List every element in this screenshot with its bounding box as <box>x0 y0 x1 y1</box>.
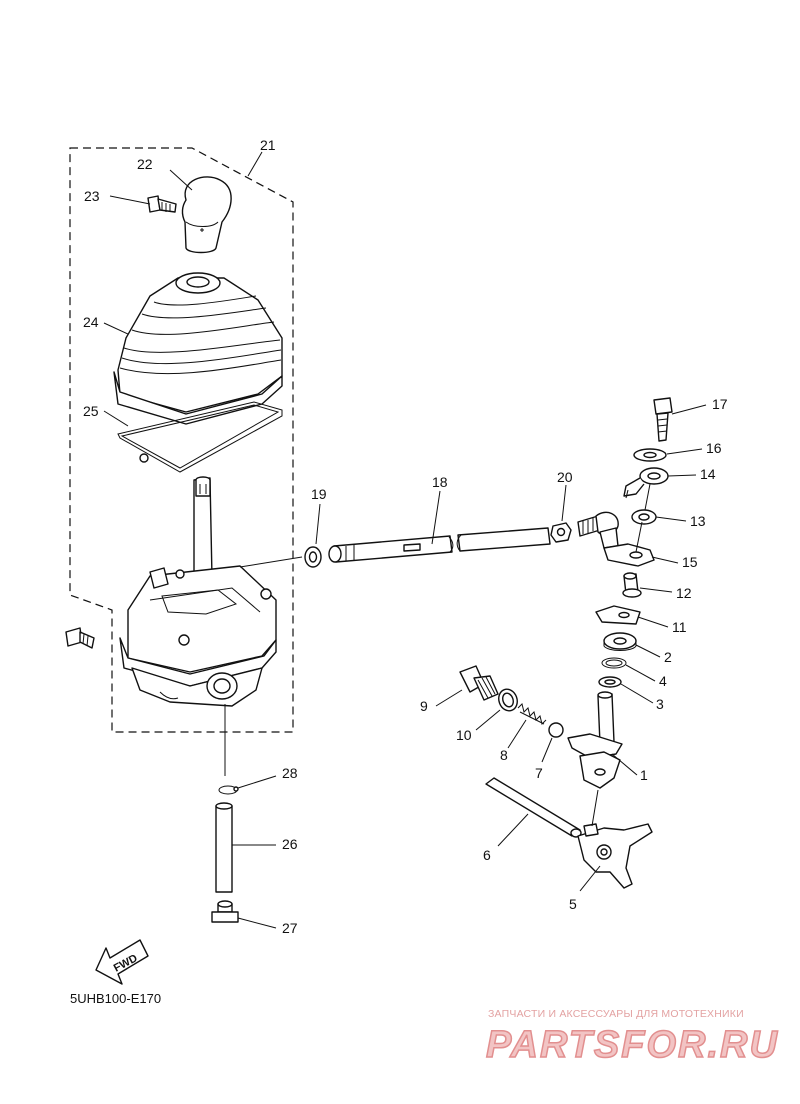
leader-1-5 <box>591 789 599 827</box>
leader-2 <box>635 644 661 658</box>
washer-2 <box>603 632 637 651</box>
callout-28: 28 <box>282 765 298 781</box>
callout-5: 5 <box>569 896 577 912</box>
shift-fork-5 <box>577 823 653 889</box>
bolt-17 <box>653 397 673 442</box>
callout-9: 9 <box>420 698 428 714</box>
leader-8 <box>507 719 527 749</box>
callout-15: 15 <box>682 554 698 570</box>
leader-6 <box>497 813 529 847</box>
callout-20: 20 <box>557 469 573 485</box>
shift-rod-18 <box>328 527 551 563</box>
clip-4 <box>601 657 627 669</box>
ball-7 <box>548 722 564 738</box>
oring-28 <box>218 785 239 795</box>
shift-boot <box>113 272 283 425</box>
leader-5 <box>579 865 601 892</box>
spring-8 <box>517 703 547 725</box>
leader-14 <box>667 474 697 477</box>
fwd-arrow: FWD <box>95 939 149 985</box>
callout-1: 1 <box>640 767 648 783</box>
callout-14: 14 <box>700 466 716 482</box>
leader-24 <box>103 322 129 335</box>
callout-21: 21 <box>260 137 276 153</box>
callout-19: 19 <box>311 486 327 502</box>
leader-17 <box>671 404 707 415</box>
callout-7: 7 <box>535 765 543 781</box>
lever-15 <box>603 543 655 567</box>
boot-gasket <box>117 401 283 473</box>
shaft-26 <box>215 802 233 893</box>
watermark-tagline: ЗАПЧАСТИ И АКСЕССУАРЫ ДЛЯ МОТОТЕХНИКИ <box>488 1008 744 1020</box>
leader-13 <box>655 516 687 522</box>
nut-20 <box>550 522 572 543</box>
washer-16 <box>633 448 667 462</box>
callout-11: 11 <box>672 619 687 635</box>
leader-25 <box>103 410 129 427</box>
callout-8: 8 <box>500 747 508 763</box>
callout-24: 24 <box>83 314 99 330</box>
screw-23 <box>147 195 177 213</box>
diagram-code: 5UHB100-E170 <box>70 991 161 1006</box>
leader-9 <box>435 689 463 707</box>
assembly-boundary <box>69 147 294 733</box>
callout-26: 26 <box>282 836 298 852</box>
ball-joint <box>577 511 619 549</box>
callout-17: 17 <box>712 396 728 412</box>
leader-4 <box>625 664 656 682</box>
shift-knob <box>181 176 232 254</box>
plate-11 <box>595 605 641 625</box>
callout-16: 16 <box>706 440 722 456</box>
callout-13: 13 <box>690 513 706 529</box>
collar-12 <box>622 572 642 598</box>
lever-housing <box>119 565 277 707</box>
washer-19 <box>304 546 322 568</box>
callout-2: 2 <box>664 649 672 665</box>
leader-11 <box>637 616 669 628</box>
leader-20 <box>561 484 567 522</box>
watermark-logo: PARTSFOR.RU <box>485 1023 779 1067</box>
leader-7 <box>541 737 553 763</box>
leader-15 <box>651 556 679 564</box>
shift-lever-rod <box>193 476 213 581</box>
plug-9 <box>459 665 499 701</box>
callout-4: 4 <box>659 673 667 689</box>
leader-3 <box>620 683 654 704</box>
leader-22 <box>169 169 193 191</box>
leader-1 <box>611 753 638 776</box>
callout-25: 25 <box>83 403 99 419</box>
callout-18: 18 <box>432 474 448 490</box>
shift-rod-6 <box>485 777 582 838</box>
leader-18 <box>431 490 441 545</box>
callout-10: 10 <box>456 727 472 743</box>
leader-23 <box>109 195 151 205</box>
shift-shaft-1 <box>567 691 623 789</box>
callout-22: 22 <box>137 156 153 172</box>
leader-21 <box>247 151 263 177</box>
leader-stack-14-13 <box>644 483 651 511</box>
leader-10 <box>475 709 501 731</box>
callout-12: 12 <box>676 585 692 601</box>
cap-27 <box>211 900 239 923</box>
callout-23: 23 <box>84 188 100 204</box>
gasket-10 <box>498 688 518 712</box>
leader-stack-13-15 <box>635 521 643 553</box>
leader-28 <box>237 775 277 789</box>
callout-3: 3 <box>656 696 664 712</box>
leader-16 <box>666 448 703 455</box>
callout-6: 6 <box>483 847 491 863</box>
callout-27: 27 <box>282 920 298 936</box>
washer-3 <box>598 676 622 688</box>
bracket-14 <box>623 467 669 499</box>
leader-housing-rod <box>239 556 303 568</box>
leader-12 <box>639 587 673 593</box>
leader-19 <box>315 503 321 545</box>
leader-27 <box>237 917 277 929</box>
washer-13 <box>631 509 657 525</box>
housing-bolt <box>65 627 95 649</box>
